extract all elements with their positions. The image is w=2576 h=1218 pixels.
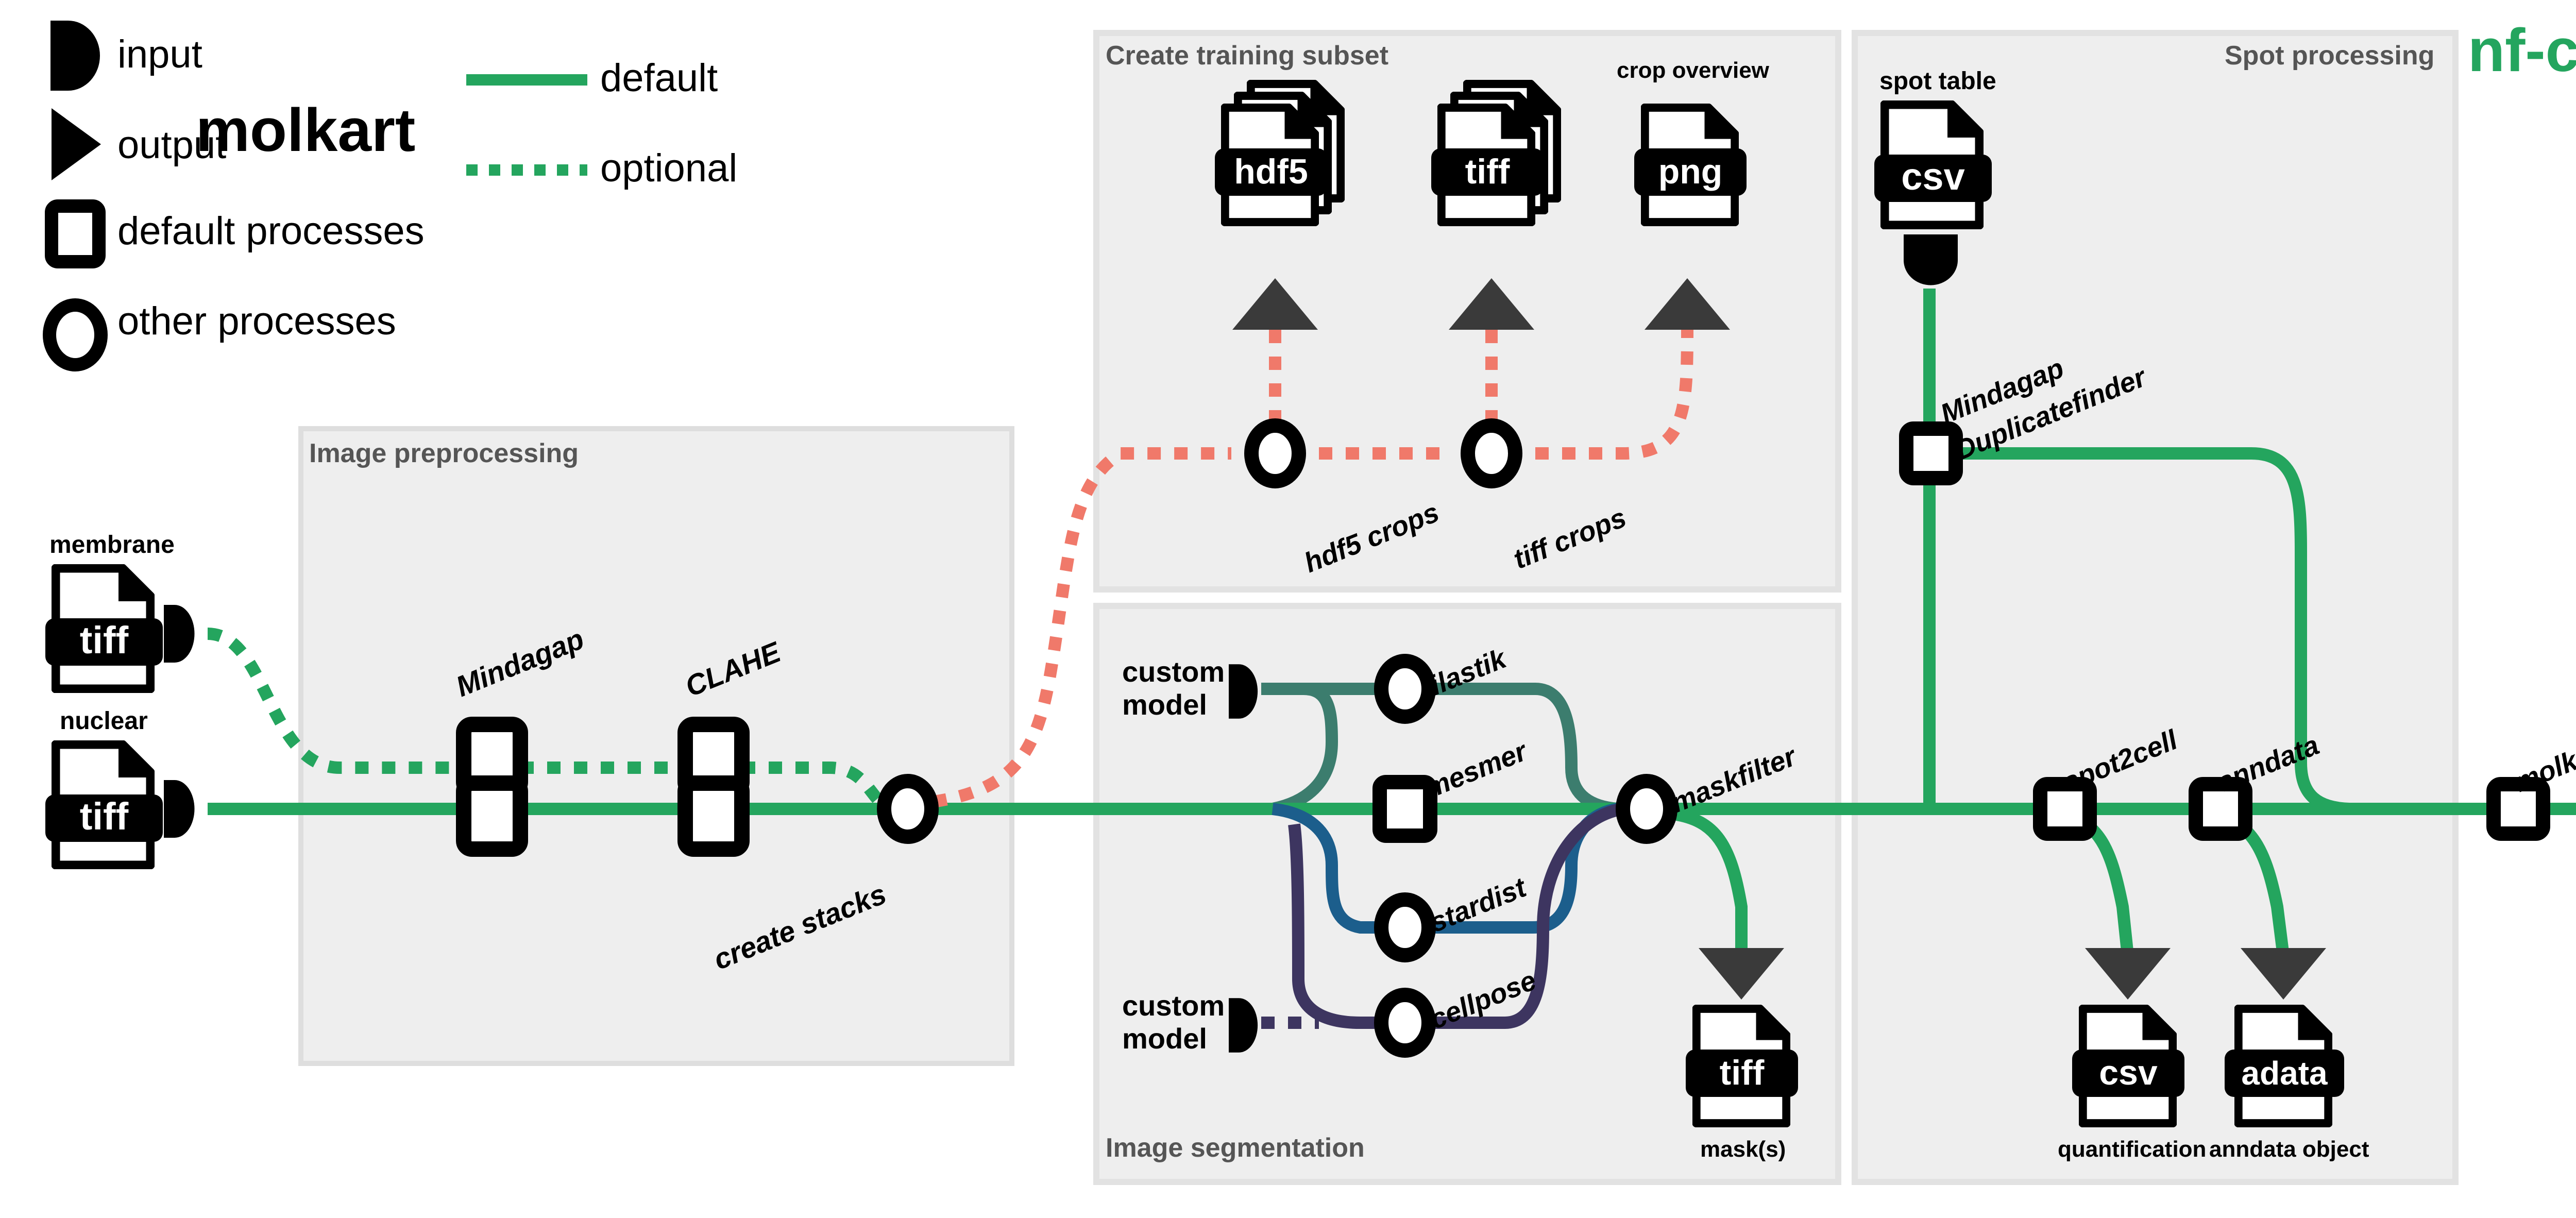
process-node-hdf5-crops[interactable] [1244,418,1306,488]
legend-other-process-icon [43,298,108,371]
legend-label-output: output [117,123,227,167]
process-node-clahe[interactable] [677,717,750,857]
file-icon-membrane-tiff: tiff [45,568,195,689]
legend-label-default-processes: default processes [117,209,425,253]
process-node-tiff-crops[interactable] [1461,418,1522,488]
panel-title-image-segmentation: Image segmentation [1106,1133,1365,1163]
output-caption-crop-overview: crop overview [1617,58,1769,83]
process-node-anndata[interactable] [2189,777,2252,841]
file-icon-nuclear-tiff: tiff [45,745,195,865]
input-caption-membrane: membrane [49,531,175,559]
edge-maskfilter-to-masks [1672,808,1748,956]
svg-text:png: png [1658,152,1723,191]
legend-input-icon [50,21,100,91]
legend-label-default-line: default [600,56,718,100]
logo-pipeline: molkart [196,96,416,164]
svg-text:tiff: tiff [80,795,129,838]
legend-output-icon [52,108,101,180]
file-icon-tiff-crops: tiff [1431,84,1557,222]
panel-title-create-training-subset: Create training subset [1106,41,1389,71]
legend-label-other-processes: other processes [117,299,396,343]
output-caption-quantification: quantification [2058,1137,2207,1162]
edge-tiffcrops-to-cropoverview [1535,329,1693,460]
file-icon-anndata-object: adata [2225,1009,2344,1123]
output-caption-masks: mask(s) [1700,1137,1786,1162]
svg-text:adata: adata [2241,1055,2328,1092]
output-arrow-masks [1699,948,1784,1000]
process-node-ilastik[interactable] [1374,654,1436,724]
process-node-spot2cell[interactable] [2033,777,2097,841]
svg-text:tiff: tiff [80,619,129,662]
process-node-create-stacks[interactable] [877,774,939,844]
edge-cellpose-to-maskfilter [1432,804,1619,1029]
legend-label-input: input [117,32,202,76]
edge-split-to-cellpose [1288,823,1378,1029]
process-node-mindagap-duplicatefinder[interactable] [1899,421,1963,485]
input-caption-spot-table: spot table [1879,67,1996,95]
process-node-maskfilter[interactable] [1616,774,1677,844]
process-node-mindagap[interactable] [456,717,528,857]
output-caption-anndata-object: anndata object [2209,1137,2369,1162]
logo-org: nf-core [2468,16,2576,84]
output-arrow-anndata-object [2241,948,2326,1000]
svg-text:tiff: tiff [1465,152,1510,191]
process-node-mesmer[interactable] [1372,775,1437,843]
process-node-molkartqc[interactable] [2486,777,2550,841]
svg-text:csv: csv [1901,155,1964,198]
panel-title-spot-processing: Spot processing [2225,41,2435,71]
file-icon-crop-overview-png: png [1634,108,1747,222]
svg-text:csv: csv [2099,1053,2158,1092]
output-arrow-quantification [2085,948,2171,1000]
file-icon-masks-tiff: tiff [1686,1009,1798,1123]
process-node-stardist[interactable] [1374,892,1436,962]
file-icon-hdf5-crops: hdf5 [1215,84,1341,222]
svg-text:hdf5: hdf5 [1234,152,1308,191]
edge-duplicatefinder-to-anndata [1958,447,2350,815]
output-arrow-tiff-crops [1449,278,1534,330]
panel-image-preprocessing [298,426,1014,1066]
panel-title-image-preprocessing: Image preprocessing [309,438,579,468]
legend-label-optional-line: optional [600,146,738,190]
edge-split-to-stardist [1272,803,1378,934]
process-node-cellpose[interactable] [1374,988,1436,1058]
output-arrow-crop-overview [1645,278,1730,330]
svg-text:tiff: tiff [1720,1053,1765,1092]
edge-createstacks-to-hdf5crops [906,447,1231,811]
file-icon-quantification-csv: csv [2072,1009,2184,1123]
output-arrow-hdf5 [1232,278,1318,330]
legend-default-process-icon [45,199,106,268]
input-caption-nuclear: nuclear [60,707,148,735]
file-icon-spot-table-csv: csv [1874,105,1992,285]
